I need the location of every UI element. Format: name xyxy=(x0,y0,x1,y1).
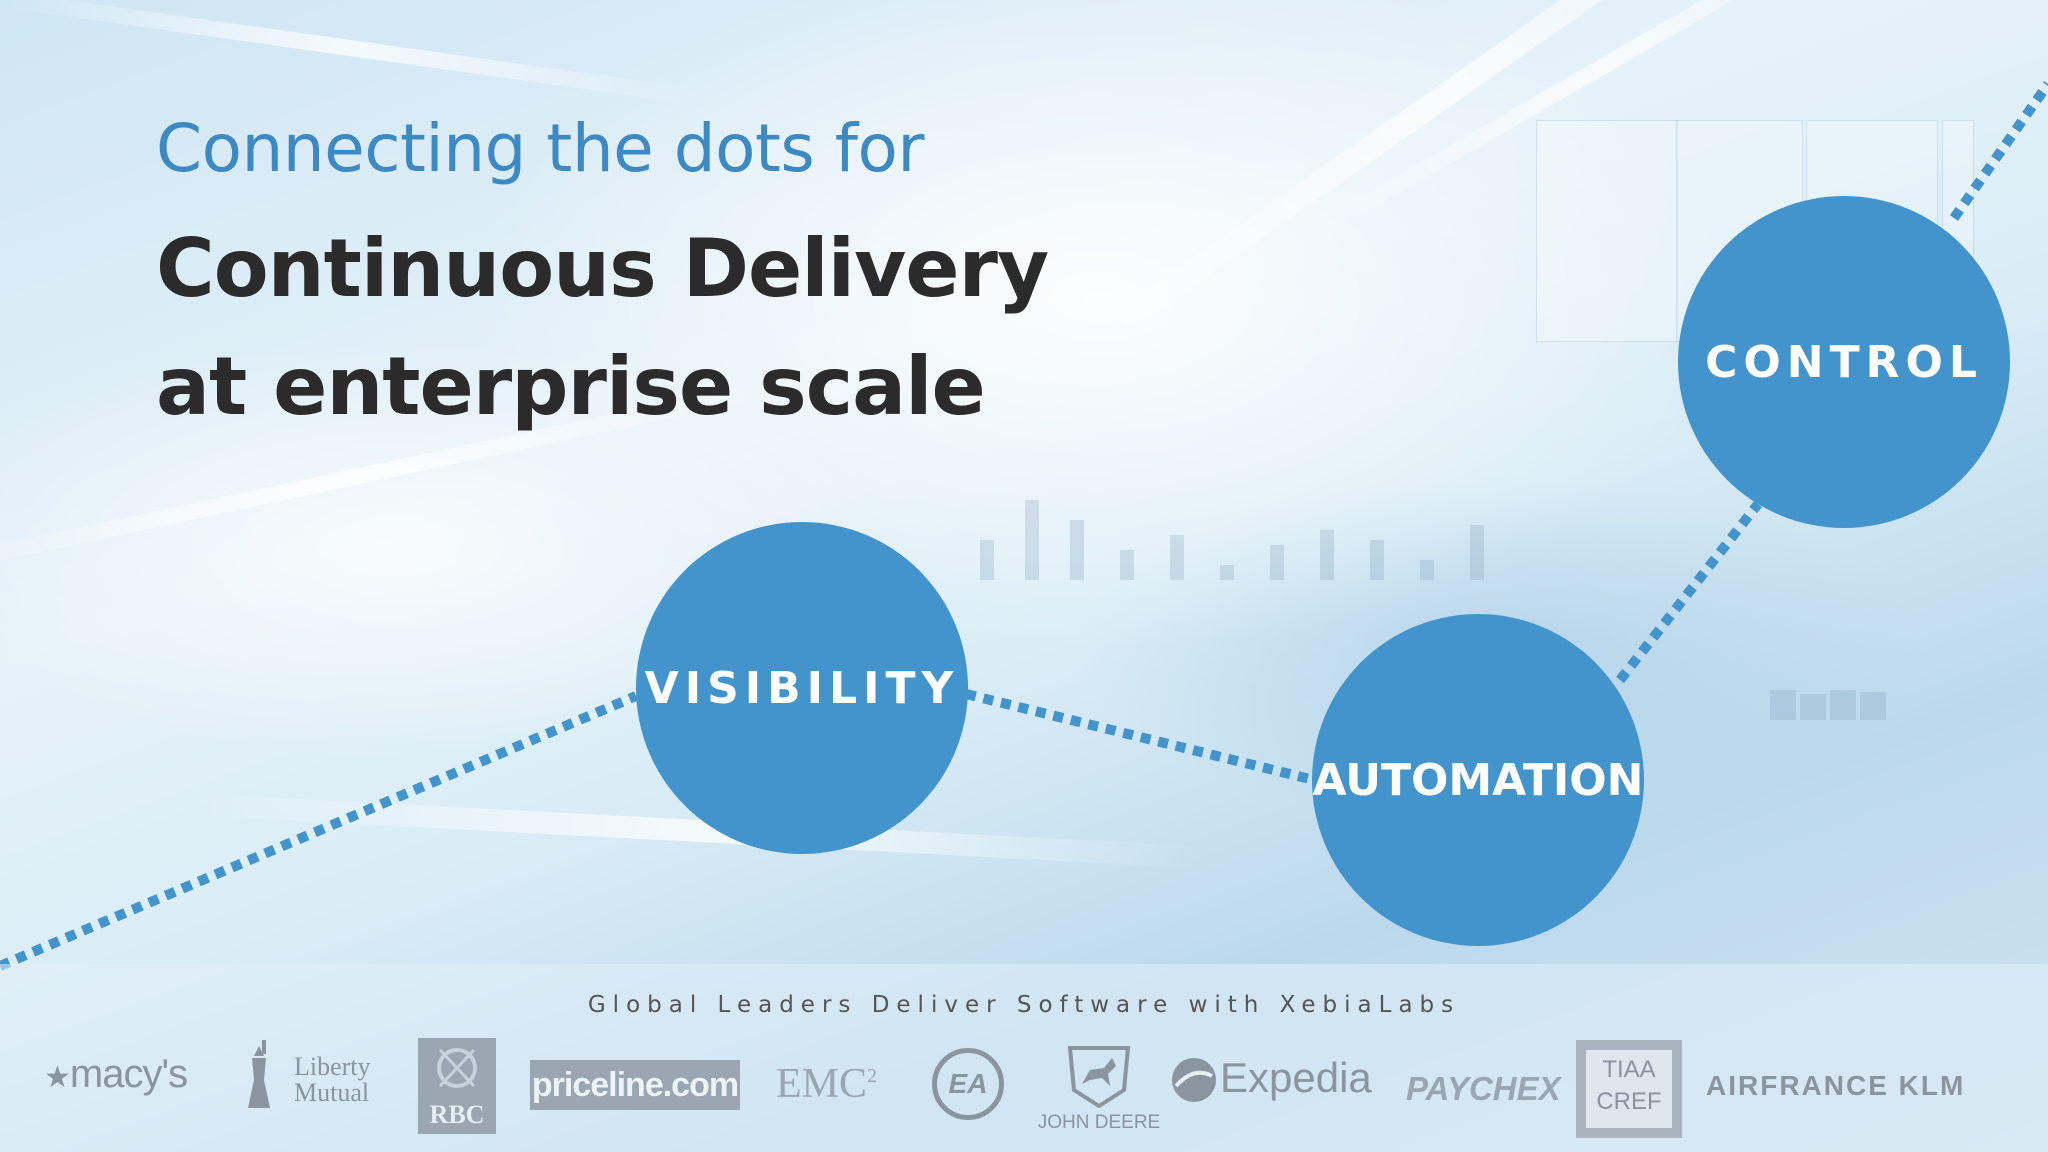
ghost-bar xyxy=(1770,690,1796,720)
node-automation: AUTOMATION xyxy=(1312,614,1644,946)
rbc-lion-icon xyxy=(437,1048,477,1088)
ghost-bar xyxy=(1470,525,1484,580)
node-visibility: VISIBILITY xyxy=(636,522,968,854)
ghost-dashboard-panel xyxy=(1536,120,1678,342)
logo-liberty-text-2: Mutual xyxy=(294,1078,370,1107)
logo-emc: EMC2 xyxy=(776,1060,877,1108)
dotted-line-start xyxy=(0,691,638,971)
logo-priceline-text: priceline.com xyxy=(531,1065,739,1104)
logo-ea-text: EA xyxy=(948,1068,988,1099)
heading-intro: Connecting the dots for xyxy=(156,110,925,187)
footer-band xyxy=(0,964,2048,1152)
ghost-bar xyxy=(1320,530,1334,580)
ghost-bar xyxy=(1370,540,1384,580)
dotted-line-control-end xyxy=(1949,81,2048,221)
ghost-bar xyxy=(980,540,994,580)
globe-icon xyxy=(1172,1058,1216,1102)
logo-john-deere: JOHN DEERE xyxy=(1032,1044,1166,1134)
heading-main: Continuous Delivery at enterprise scale xyxy=(156,210,1049,446)
logo-tiaa-text-2: CREF xyxy=(1596,1088,1662,1115)
logo-tiaa-cref: TIAA CREF xyxy=(1576,1040,1682,1138)
logo-rbc: RBC xyxy=(418,1038,496,1134)
heading-main-line2: at enterprise scale xyxy=(156,340,986,433)
logo-paychex: PAYCHEX xyxy=(1406,1070,1561,1108)
logo-priceline: priceline.com xyxy=(530,1060,740,1110)
logo-rbc-text: RBC xyxy=(429,1100,485,1129)
logo-paychex-text: PAYCHEX xyxy=(1406,1070,1561,1107)
ghost-bar xyxy=(1800,694,1826,720)
logo-tiaa-text-1: TIAA xyxy=(1602,1056,1656,1083)
node-control: CONTROL xyxy=(1678,196,2010,528)
logo-ea: EA xyxy=(932,1048,1004,1120)
node-visibility-label: VISIBILITY xyxy=(644,662,960,714)
logo-expedia-text: Expedia xyxy=(1220,1054,1372,1101)
star-icon: ★ xyxy=(44,1061,71,1094)
node-control-label: CONTROL xyxy=(1705,336,1983,388)
dotted-line-visibility-automation xyxy=(964,689,1316,785)
ghost-chart-panel xyxy=(960,480,1520,580)
ghost-bar xyxy=(1025,500,1039,580)
logo-liberty-mutual: Liberty Mutual xyxy=(236,1040,396,1112)
logo-emc-sup: 2 xyxy=(867,1065,878,1087)
statue-of-liberty-icon xyxy=(248,1040,270,1108)
ghost-bar xyxy=(1420,560,1434,580)
ghost-bar xyxy=(1070,520,1084,580)
deer-icon xyxy=(1067,1046,1131,1108)
logo-emc-text: EMC xyxy=(776,1061,868,1107)
logo-macys-text: macy's xyxy=(69,1052,188,1096)
ghost-bar xyxy=(1830,690,1856,720)
ghost-bar xyxy=(1220,565,1234,580)
ghost-bar xyxy=(1270,545,1284,580)
footer-tagline: Global Leaders Deliver Software with Xeb… xyxy=(587,992,1461,1018)
ghost-chart-panel xyxy=(1640,680,1940,720)
ghost-bar xyxy=(1170,535,1184,580)
node-automation-label: AUTOMATION xyxy=(1312,754,1644,806)
heading-main-line1: Continuous Delivery xyxy=(156,222,1049,315)
ghost-bar xyxy=(1860,692,1886,720)
logo-tiaa-inner: TIAA CREF xyxy=(1586,1050,1672,1128)
logo-macys: ★macy's xyxy=(44,1052,188,1097)
logo-airfrance-klm-text: AIRFRANCE KLM xyxy=(1706,1070,1966,1101)
logo-airfrance-klm: AIRFRANCE KLM xyxy=(1706,1070,1965,1102)
logo-john-deere-text: JOHN DEERE xyxy=(1037,1112,1161,1133)
logo-liberty-text-1: Liberty xyxy=(294,1052,371,1081)
ghost-bar xyxy=(1120,550,1134,580)
dotted-line-automation-control xyxy=(1616,500,1762,684)
